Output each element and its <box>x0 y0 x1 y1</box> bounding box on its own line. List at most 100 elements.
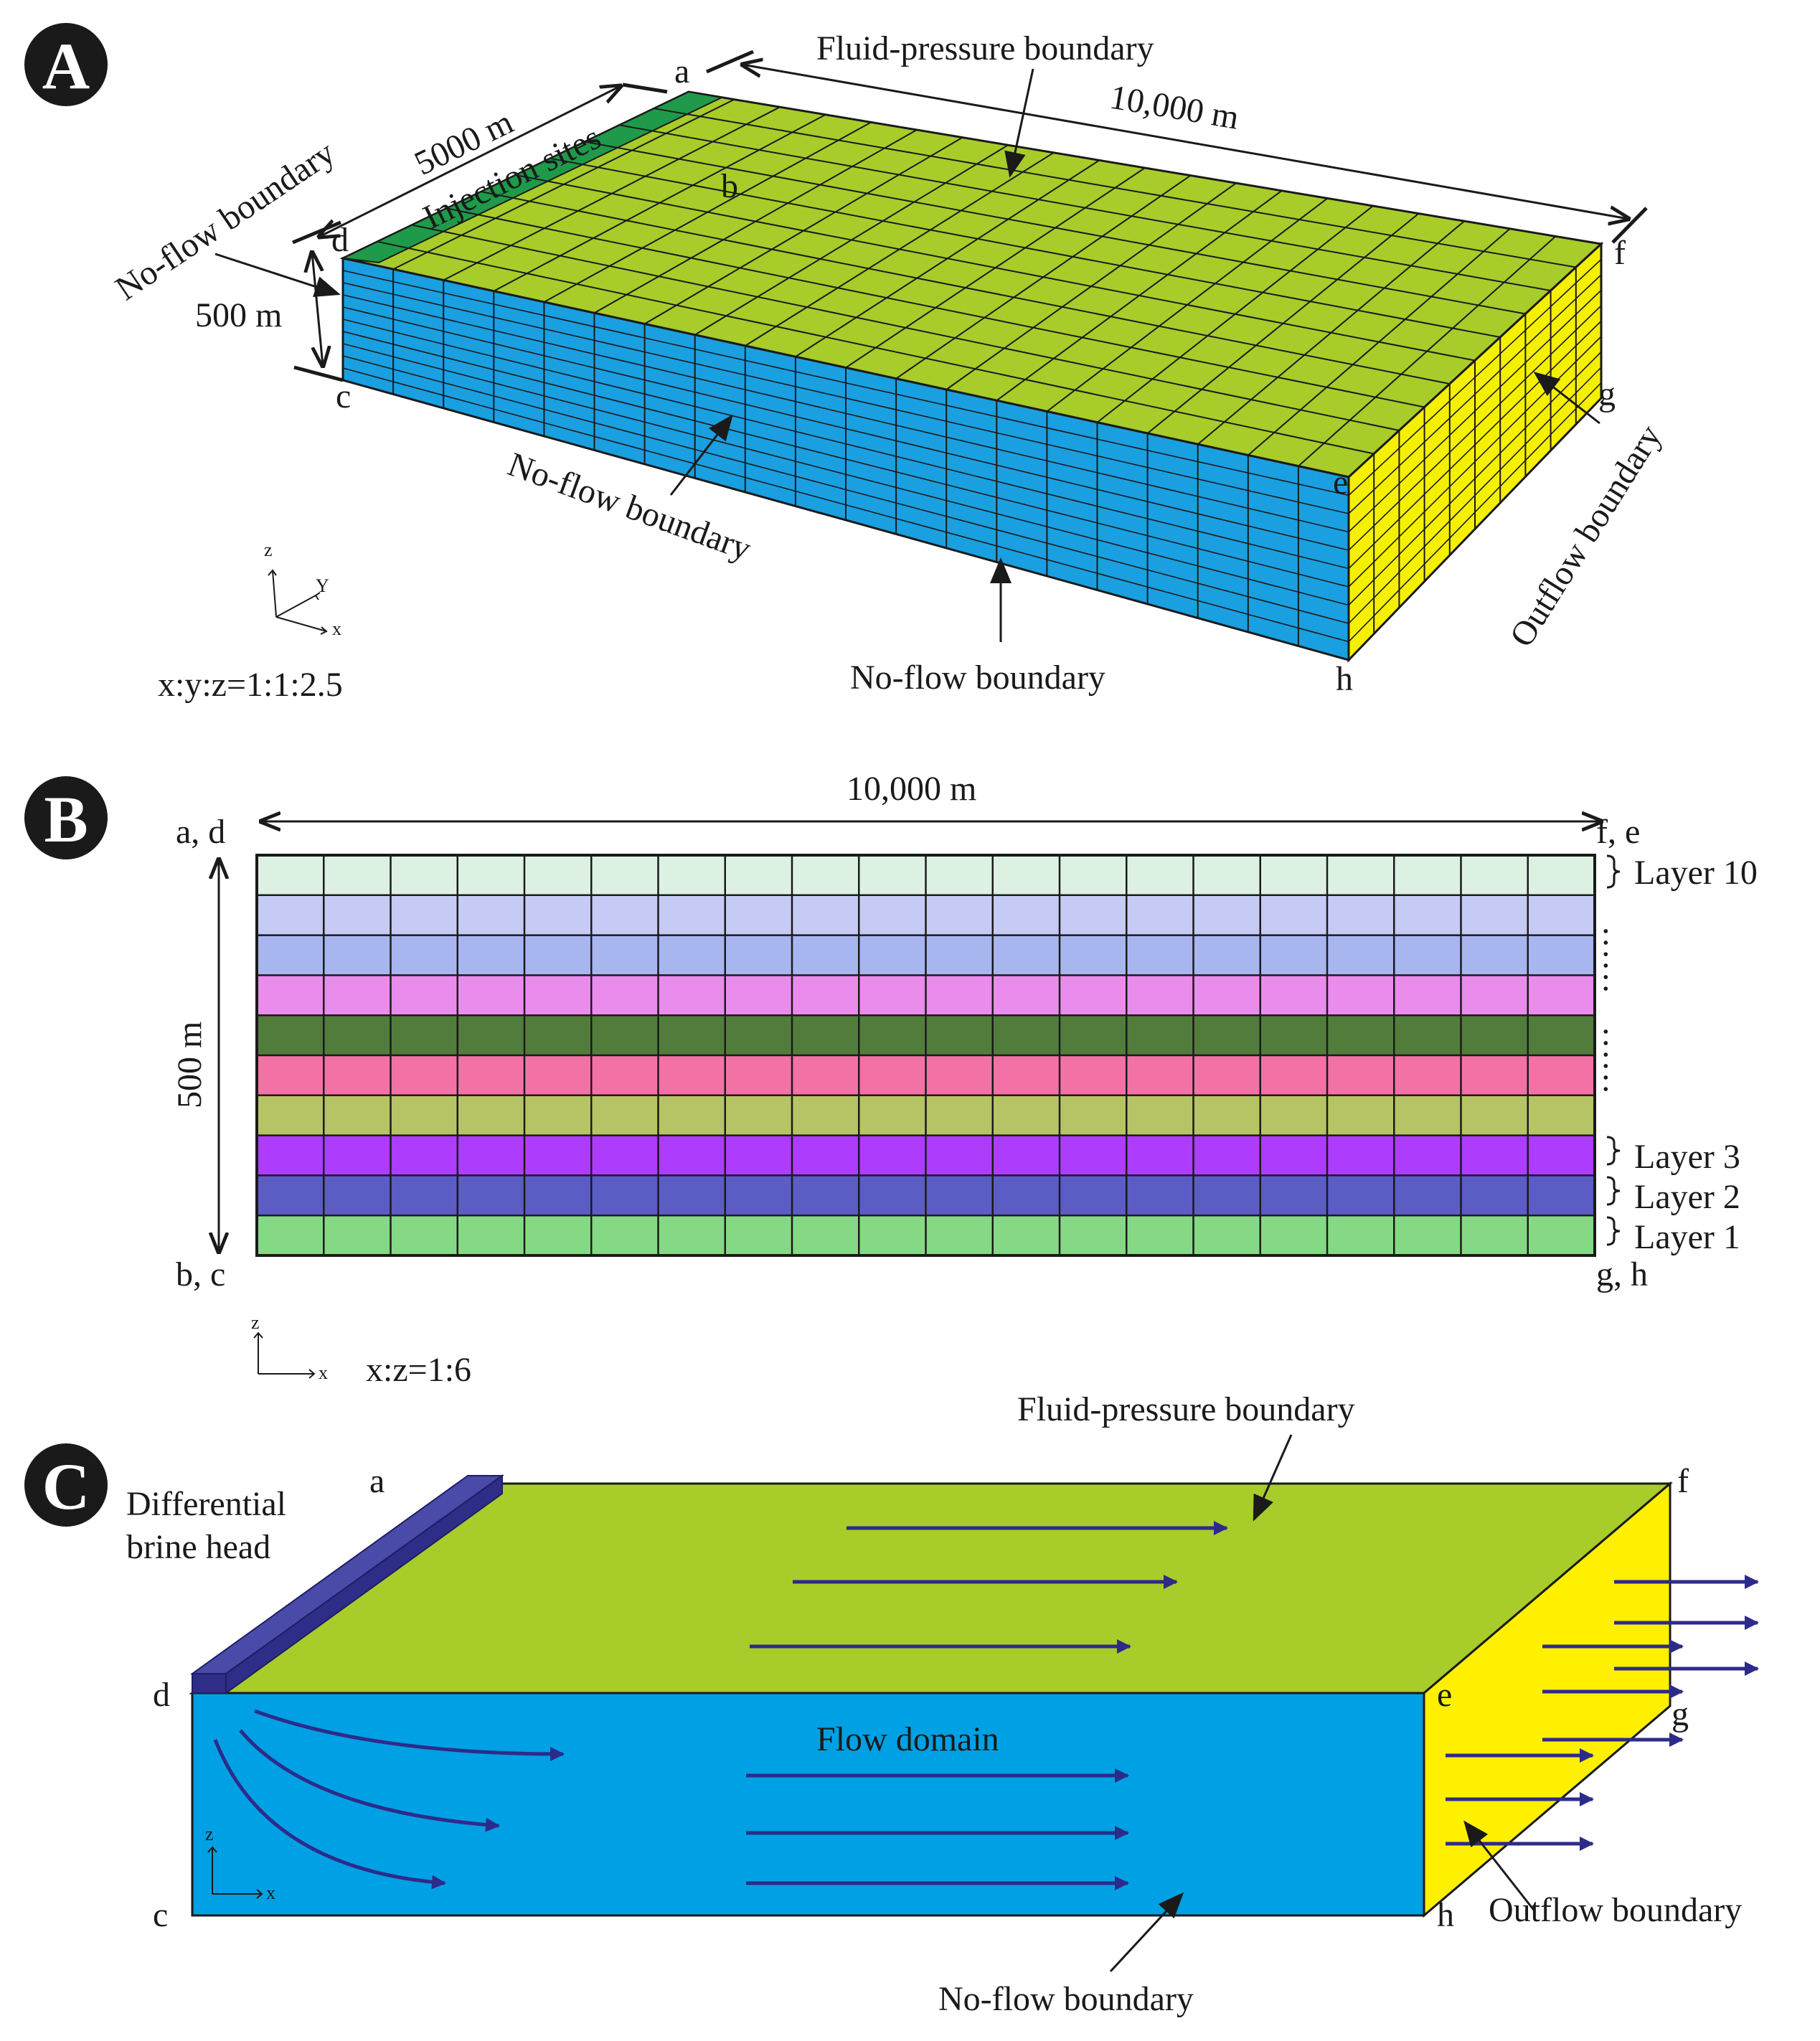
mesh-front-line <box>342 306 1349 551</box>
badge-c <box>24 1443 108 1527</box>
scale-label-a: x:y:z=1:1:2.5 <box>158 666 343 704</box>
badge-b-text: B <box>44 783 88 856</box>
flow-arrows-outflow <box>1446 1575 1760 1851</box>
top-boundary-label-a: Fluid-pressure boundary <box>816 29 1154 67</box>
axis-x-b: x <box>319 1362 328 1383</box>
length-label-a: 10,000 m <box>1107 78 1242 137</box>
mesh-side-line <box>1348 258 1602 496</box>
panel-c: C <box>24 1390 1760 2018</box>
axis-z-c: z <box>205 1824 214 1844</box>
mesh-front-line <box>342 294 1349 533</box>
corner-c-h: h <box>1437 1896 1454 1934</box>
brine-head-bar-front <box>192 1673 227 1694</box>
tick-a2 <box>706 50 754 74</box>
top-leader-c <box>1253 1434 1293 1522</box>
top-leader-a <box>1004 68 1034 178</box>
height-label-b: 500 m <box>171 1022 209 1108</box>
layer-3-label: Layer 3 <box>1634 1138 1740 1176</box>
length-dimension-a <box>742 65 1628 219</box>
corner-label-bc: b, c <box>176 1255 225 1293</box>
badge-a-text: A <box>42 29 90 103</box>
scale-label-b: x:z=1:6 <box>366 1351 471 1389</box>
corner-a: a <box>674 52 689 90</box>
corner-c-f: f <box>1677 1462 1689 1500</box>
corner-d: d <box>331 221 349 259</box>
mesh-top-line <box>550 157 1501 338</box>
flow-domain-label: Flow domain <box>816 1720 999 1758</box>
flow-arrows-top <box>750 1521 1229 1654</box>
axis-triad-a <box>268 569 328 635</box>
mesh-top-line <box>446 207 1425 408</box>
flow-arrows-domain <box>213 1709 1130 1890</box>
tick-a1 <box>622 83 668 94</box>
source-label-line2: brine head <box>126 1528 270 1566</box>
mesh-top-line <box>377 240 1375 455</box>
badge-a <box>24 23 108 106</box>
corner-c: c <box>336 377 351 415</box>
badge-b <box>24 776 108 859</box>
front-leader-a <box>669 414 733 496</box>
source-label-line1: Differential <box>126 1485 286 1523</box>
height-dimension-a <box>312 253 323 366</box>
panel-a: A Fluid-pressure boundary 10,000 m 5000 … <box>24 23 1669 704</box>
mesh-side-line <box>1348 274 1602 514</box>
left-leader-a <box>214 253 341 298</box>
corner-b: b <box>721 167 738 205</box>
corner-c-g: g <box>1672 1695 1689 1733</box>
layer-braces <box>1606 854 1621 1246</box>
axis-x-c: x <box>266 1882 275 1903</box>
bottom-boundary-label-a: No-flow boundary <box>850 659 1105 697</box>
length-label-b: 10,000 m <box>847 770 976 808</box>
mesh-lines-a <box>342 98 1602 646</box>
badge-c-text: C <box>42 1450 90 1523</box>
section-outline-b <box>255 854 1596 1257</box>
mesh-side-line <box>1348 382 1602 643</box>
mesh-side-line <box>1348 320 1602 570</box>
mesh-front-line <box>342 270 1349 496</box>
axis-x-a: x <box>332 618 341 639</box>
corner-c-d: d <box>153 1676 170 1714</box>
mesh-front-line <box>342 282 1349 514</box>
mesh-side-line <box>1348 367 1602 624</box>
corner-label-fe: f, e <box>1596 813 1640 851</box>
corner-g: g <box>1598 375 1616 413</box>
right-leader-a <box>1533 372 1600 425</box>
layer-ellipsis-2: …… <box>1596 1026 1634 1095</box>
corner-c-e: e <box>1437 1676 1452 1714</box>
mesh-front-line <box>342 331 1349 588</box>
mesh-top-line <box>515 174 1476 362</box>
right-face-c <box>1423 1481 1672 1918</box>
height-label-a: 500 m <box>195 296 282 334</box>
mesh-top-line <box>412 224 1400 431</box>
layer-1-label: Layer 1 <box>1634 1218 1740 1256</box>
tick-c <box>293 365 344 382</box>
corner-e: e <box>1333 463 1348 501</box>
cross-section-grid <box>257 855 1595 1255</box>
tick-d <box>292 220 341 245</box>
layer-ellipsis-1: …… <box>1596 925 1634 994</box>
panel-b: B 10,000 m 500 m a, d f, e b, c g, h x:z… <box>24 770 1758 1389</box>
mesh-front-line <box>342 319 1349 570</box>
mesh-front-line <box>342 355 1349 624</box>
corner-h: h <box>1336 660 1353 698</box>
corner-c-a: a <box>369 1462 385 1500</box>
mesh-front-line <box>342 343 1349 606</box>
layer-2-label: Layer 2 <box>1634 1178 1740 1216</box>
axis-triad-b <box>253 1331 316 1379</box>
mesh-top-line <box>481 191 1450 385</box>
top-boundary-label-c: Fluid-pressure boundary <box>1017 1390 1355 1428</box>
tick-f <box>1611 207 1648 244</box>
corner-f: f <box>1614 234 1626 272</box>
outflow-label-c: Outflow boundary <box>1489 1891 1742 1929</box>
width-dimension-a <box>319 86 621 237</box>
bottom-boundary-label-c: No-flow boundary <box>938 1980 1194 2018</box>
outflow-leader-c <box>1463 1820 1537 1913</box>
axis-y-a: Y <box>316 575 329 596</box>
mesh-side-line <box>1348 305 1602 551</box>
layer-10-label: Layer 10 <box>1634 854 1758 892</box>
mesh-side-line <box>1348 289 1602 533</box>
axis-z-b: z <box>251 1312 260 1333</box>
axis-z-a: z <box>264 539 273 560</box>
axis-triad-c <box>207 1846 263 1899</box>
